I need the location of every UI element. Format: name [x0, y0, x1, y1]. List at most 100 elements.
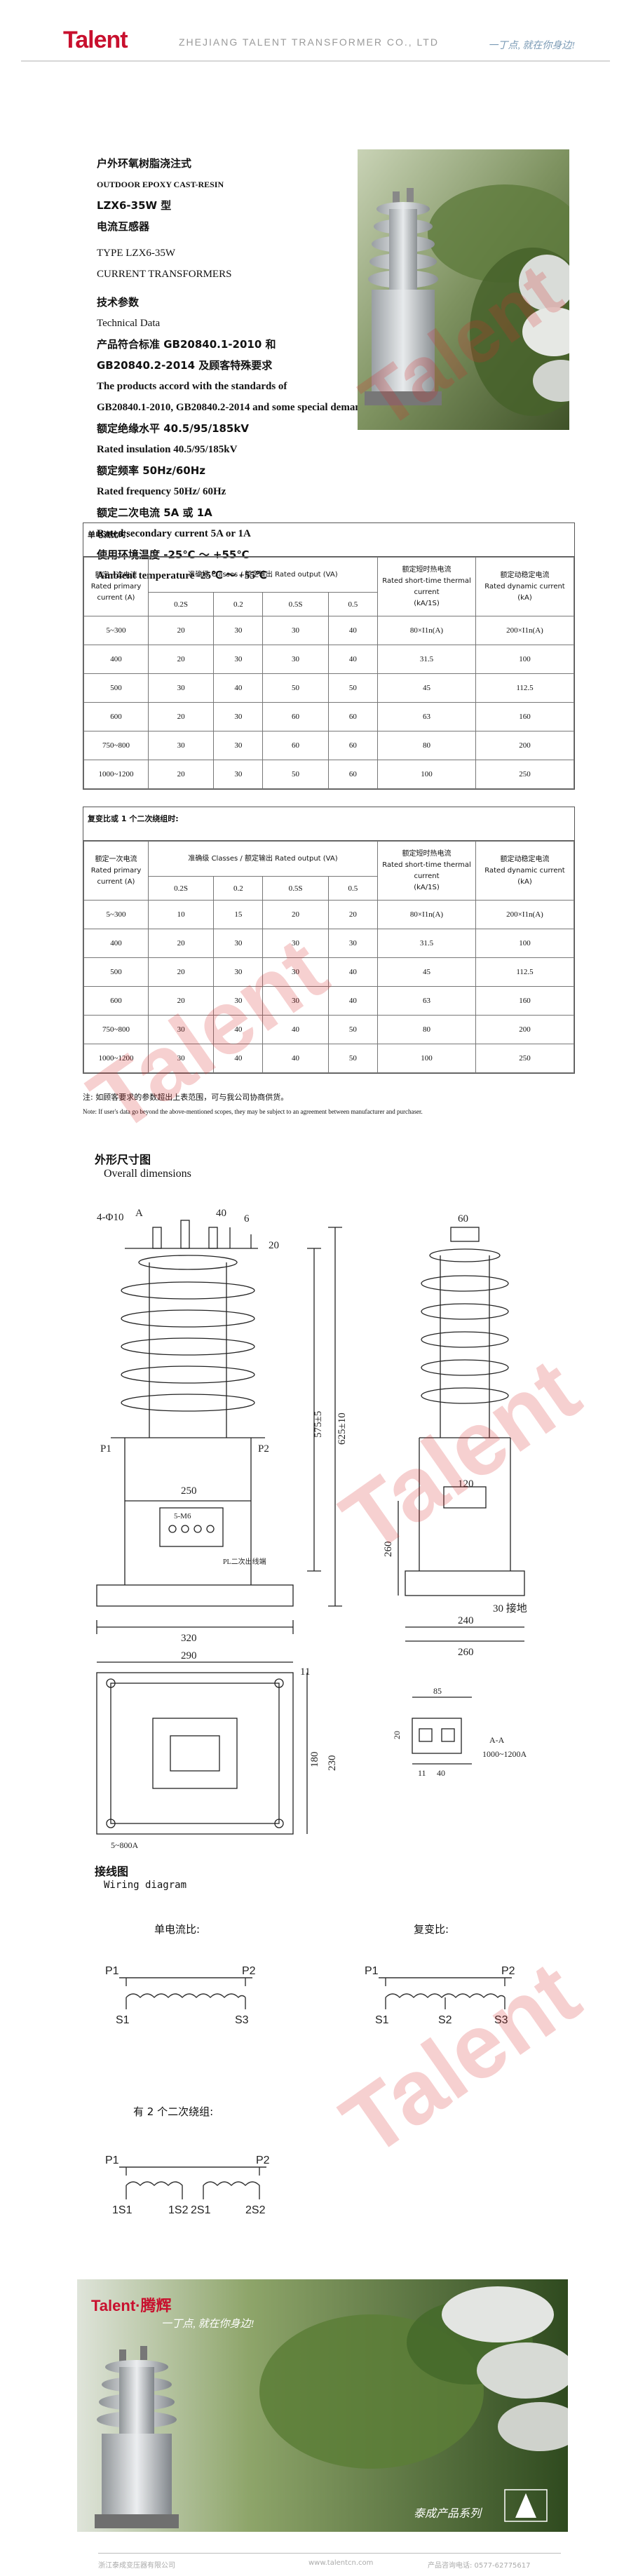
dim-holes: 4-Φ10 [97, 1212, 123, 1223]
table-cell: 30 [147, 673, 215, 703]
table-cell: 100 [475, 929, 574, 958]
class-header: 0.5S [262, 876, 329, 901]
table-cell: 20 [147, 702, 215, 731]
header-classes: 准确级 Classes / 额定输出 Rated output (VA) [148, 557, 378, 593]
dim-60: 60 [458, 1213, 468, 1225]
table-note: 注: 如顾客要求的参数超出上表范围，可与我公司协商供货。 Note: If us… [83, 1091, 423, 1119]
wire-single-s3: S3 [235, 2014, 249, 2026]
table-cell: 30 [262, 929, 329, 958]
wiring-title: 接线图 [95, 1865, 129, 1878]
table-cell: 750~800 [83, 731, 149, 760]
dim-320: 320 [181, 1633, 197, 1644]
secondary-cn: 额定二次电流 5A 或 1A [97, 506, 212, 519]
table-cell: 100 [377, 760, 476, 789]
model-cn: LZX6-35W 型 [97, 199, 172, 212]
table-cell: 160 [475, 702, 574, 731]
secondary-en: Rated secondary current 5A or 1A [97, 528, 251, 539]
dim-a: A [135, 1208, 143, 1219]
intro-text: 户外环氧树脂浇注式 OUTDOOR EPOXY CAST-RESIN LZX6-… [97, 153, 426, 586]
product-cn: 电流互感器 [97, 220, 150, 233]
table-cell: 30 [147, 1044, 215, 1073]
product-intro: 户外环氧树脂浇注式 OUTDOOR EPOXY CAST-RESIN LZX6-… [0, 62, 631, 581]
product-en: CURRENT TRANSFORMERS [97, 269, 232, 280]
class-header: 0.5 [327, 876, 379, 901]
insulation-cn: 额定绝缘水平 40.5/95/185kV [97, 422, 249, 435]
table-cell: 31.5 [377, 645, 476, 674]
table-cell: 30 [262, 957, 329, 987]
table-cell: 80 [377, 1015, 476, 1044]
table-cell: 30 [213, 957, 264, 987]
dim-p1: P1 [100, 1443, 111, 1455]
footer-phone: 产品咨询电话: 0577-62775617 [428, 2562, 531, 2570]
table-cell: 30 [213, 760, 264, 789]
table-cell: 112.5 [475, 673, 574, 703]
std-en-1: The products accord with the standards o… [97, 381, 287, 392]
table-cell: 30 [327, 929, 379, 958]
wire-two-1s2: 1S2 [168, 2204, 189, 2216]
company-slogan: 一丁点, 就在你身边! [488, 41, 575, 51]
class-header: 0.5 [327, 592, 379, 616]
class-header: 0.2S [147, 592, 215, 616]
dim-230: 230 [327, 1755, 338, 1772]
wire-single-p2: P2 [242, 1965, 256, 1977]
wiring-subtitle: Wiring diagram [104, 1880, 187, 1891]
dimensions-title: 外形尺寸图 [95, 1153, 151, 1166]
dim-40: 40 [216, 1208, 226, 1219]
table-cell: 50 [327, 1015, 379, 1044]
table-cell: 80×I1n(A) [377, 900, 476, 929]
wire-multi-p2: P2 [501, 1965, 515, 1977]
table-cell: 30 [213, 616, 264, 645]
page-header: Talent ZHEJIANG TALENT TRANSFORMER CO., … [21, 0, 610, 62]
class-header: 0.5S [262, 592, 329, 616]
table-cell: 50 [262, 760, 329, 789]
table-cell: 60 [327, 760, 379, 789]
insulation-en: Rated insulation 40.5/95/185kV [97, 444, 238, 455]
frequency-en: Rated frequency 50Hz/ 60Hz [97, 486, 226, 497]
table-cell: 5~300 [83, 900, 149, 929]
table-cell: 30 [147, 731, 215, 760]
table-cell: 40 [213, 673, 264, 703]
table-cell: 20 [147, 616, 215, 645]
class-header: 0.2 [213, 592, 264, 616]
table-cell: 31.5 [377, 929, 476, 958]
table-cell: 1000~1200 [83, 1044, 149, 1073]
table-cell: 40 [213, 1015, 264, 1044]
table-cell: 400 [83, 645, 149, 674]
table-cell: 5~300 [83, 616, 149, 645]
dim-85: 85 [433, 1686, 442, 1696]
wiring-two-label: 有 2 个二次绕组: [133, 2105, 214, 2118]
std-en-2: GB20840.1-2010, GB20840.2-2014 and some … [97, 402, 371, 413]
dim-260-vertical: 260 [383, 1542, 394, 1558]
table-cell: 80×I1n(A) [377, 616, 476, 645]
table-cell: 200 [475, 731, 574, 760]
dim-6: 6 [244, 1213, 250, 1225]
title-en: OUTDOOR EPOXY CAST-RESIN [97, 180, 224, 189]
table-cell: 112.5 [475, 957, 574, 987]
dim-250: 250 [181, 1485, 197, 1497]
front-view [96, 1220, 342, 1634]
table-cell: 40 [327, 957, 379, 987]
dim-40b: 40 [437, 1768, 445, 1778]
wiring-multi-label: 复变比: [414, 1923, 449, 1936]
dim-11b: 11 [418, 1768, 426, 1778]
dim-range: 5~800A [111, 1840, 138, 1850]
wiring-single-label: 单电流比: [154, 1923, 201, 1936]
wire-two-p1: P1 [105, 2154, 119, 2166]
table-cell: 600 [83, 986, 149, 1016]
table-cell: 400 [83, 929, 149, 958]
page-footer: 浙江泰成变压器有限公司 www.talentcn.com 产品咨询电话: 057… [98, 2553, 561, 2570]
table-title: 单电流比时: [83, 523, 574, 557]
table-cell: 250 [475, 760, 574, 789]
footer-site[interactable]: www.talentcn.com [308, 2559, 374, 2567]
wire-two-2s1: 2S1 [191, 2204, 211, 2216]
